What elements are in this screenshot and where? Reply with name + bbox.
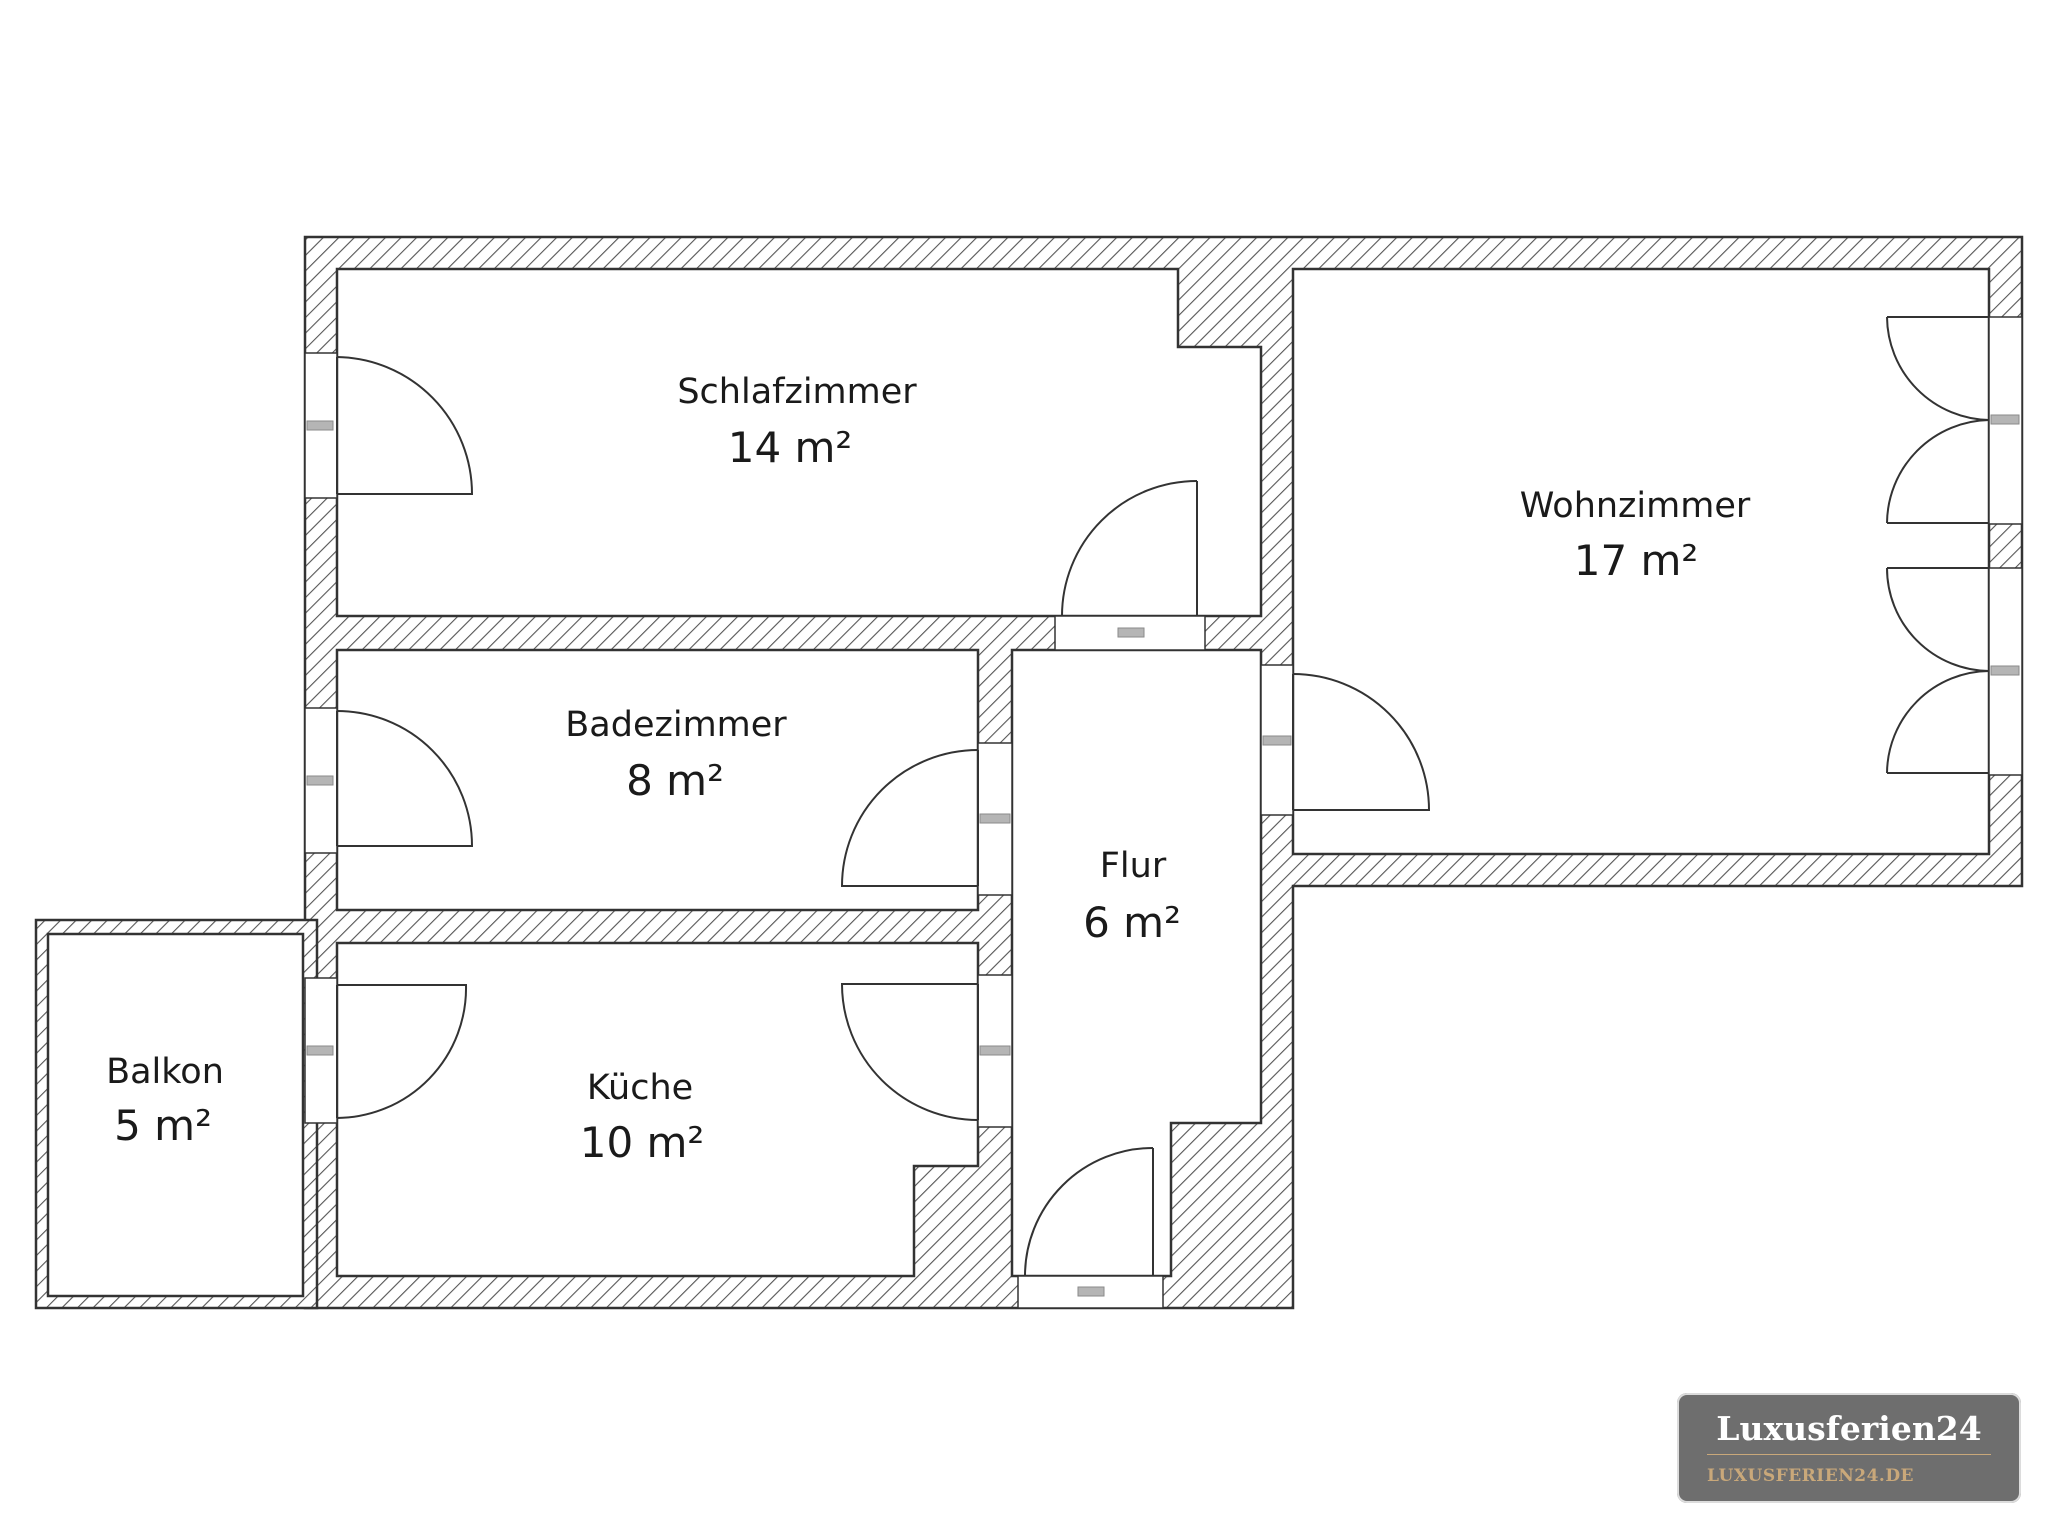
brand-divider	[1707, 1454, 1991, 1455]
room-area-wohnzimmer: 17 m²	[1574, 536, 1699, 585]
room-area-badezimmer: 8 m²	[626, 756, 724, 805]
room-name-schlafzimmer: Schlafzimmer	[677, 372, 917, 412]
room-area-schlafzimmer: 14 m²	[728, 423, 853, 472]
walls	[303, 235, 2024, 1310]
door-schlafzimmer-window	[336, 356, 474, 495]
room-area-balkon: 5 m²	[114, 1101, 212, 1150]
door-wohnzimmer-balcony-upper	[1886, 316, 1990, 524]
room-name-flur: Flur	[1100, 846, 1167, 886]
room-area-flur: 6 m²	[1083, 898, 1181, 947]
room-name-balkon: Balkon	[106, 1052, 224, 1092]
door-badezimmer-flur	[840, 749, 979, 887]
brand-url: LUXUSFERIEN24.DE	[1707, 1466, 1915, 1486]
door-wohnzimmer-balcony-lower	[1886, 567, 1990, 774]
door-entrance	[1024, 1147, 1154, 1277]
balcony-parapet	[34, 918, 319, 1310]
door-badezimmer-window	[336, 710, 474, 847]
room-name-kueche: Küche	[587, 1068, 693, 1108]
wall-openings	[304, 316, 2023, 1309]
door-kueche-flur	[840, 983, 979, 1121]
door-kueche-window	[336, 984, 468, 1119]
door-wohnzimmer-flur	[1292, 673, 1431, 811]
brand-name: Luxusferien24	[1716, 1409, 1982, 1448]
room-name-badezimmer: Badezimmer	[565, 705, 787, 745]
room-area-kueche: 10 m²	[580, 1118, 705, 1167]
room-name-wohnzimmer: Wohnzimmer	[1520, 486, 1751, 526]
brand-badge: Luxusferien24 LUXUSFERIEN24.DE	[1677, 1393, 2021, 1503]
door-schlafzimmer-flur	[1061, 480, 1198, 617]
